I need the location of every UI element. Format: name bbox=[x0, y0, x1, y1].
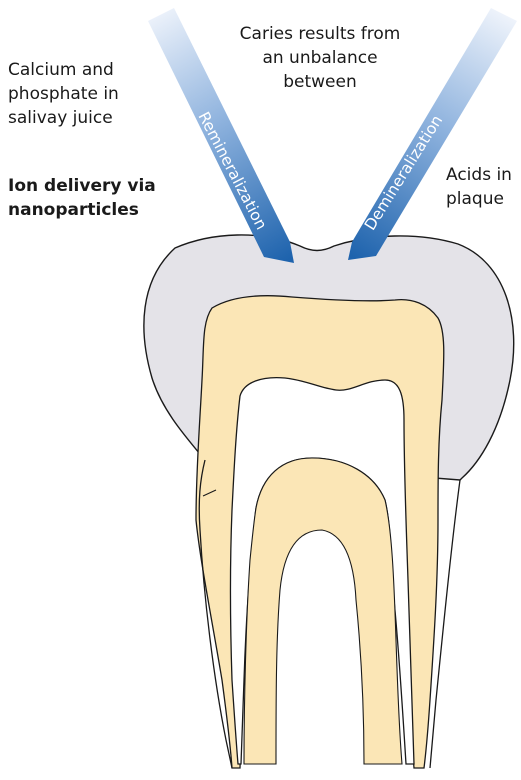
calcium-line-1: Calcium and bbox=[8, 58, 168, 82]
calcium-line-3: salivay juice bbox=[8, 106, 168, 130]
caries-line-1: Caries results from bbox=[205, 22, 435, 46]
caries-caption: Caries results from an unbalance between bbox=[205, 22, 435, 94]
acids-line-1: Acids in bbox=[446, 163, 521, 187]
calcium-line-2: phosphate in bbox=[8, 82, 168, 106]
acids-plaque-label: Acids in plaque bbox=[446, 163, 521, 211]
ion-line-1: Ion delivery via bbox=[8, 174, 188, 198]
ion-delivery-label: Ion delivery via nanoparticles bbox=[8, 174, 188, 222]
demineralization-label: Demineralization bbox=[361, 112, 446, 234]
caries-line-2: an unbalance bbox=[205, 46, 435, 70]
acids-line-2: plaque bbox=[446, 187, 521, 211]
ion-line-2: nanoparticles bbox=[8, 198, 188, 222]
calcium-phosphate-label: Calcium and phosphate in salivay juice bbox=[8, 58, 168, 130]
inner-dentin bbox=[244, 458, 402, 764]
caries-line-3: between bbox=[205, 70, 435, 94]
